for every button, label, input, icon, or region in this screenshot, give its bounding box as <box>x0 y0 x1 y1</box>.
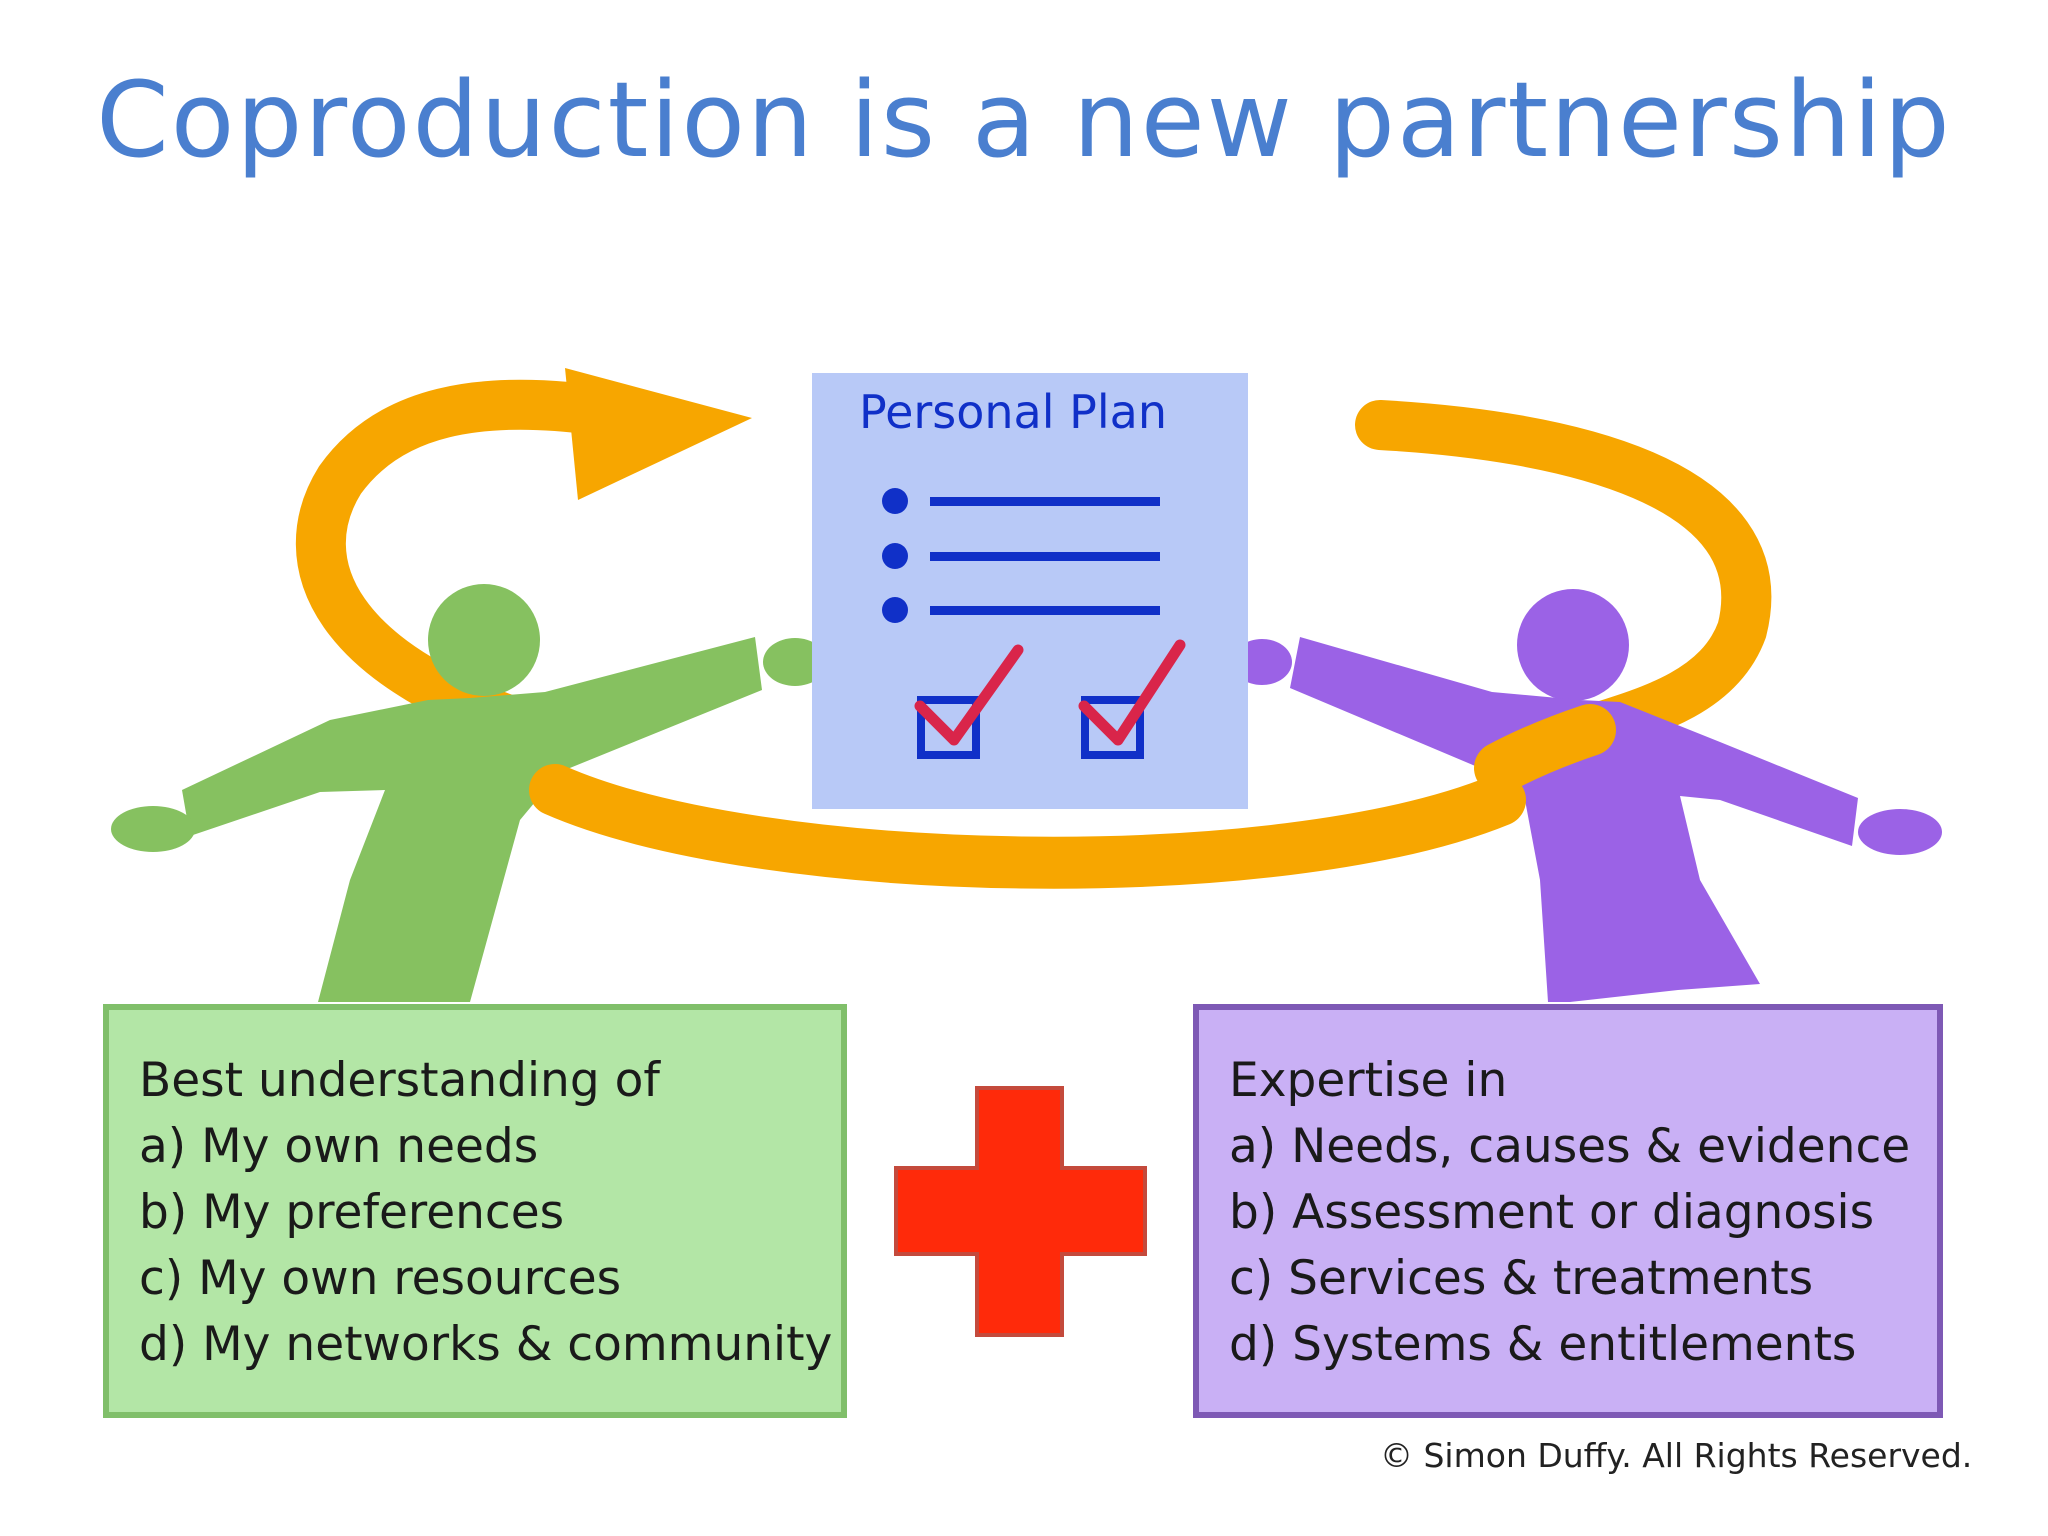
list-item: b) Assessment or diagnosis <box>1229 1185 1875 1240</box>
person-left <box>111 584 827 1002</box>
bullet-line <box>930 552 1160 561</box>
person-left-hand-right <box>763 638 827 686</box>
bullet-line <box>930 497 1160 506</box>
slide-title: Coproduction is a new partnership <box>96 59 1952 181</box>
person-right-body <box>1290 637 1858 1002</box>
bullet-dot <box>882 597 908 623</box>
checkmark-icon <box>914 644 1024 746</box>
list-item: a) Needs, causes & evidence <box>1229 1119 1911 1174</box>
checkbox-icon <box>1081 696 1144 759</box>
plus-icon <box>894 1086 1147 1337</box>
person-right <box>1232 589 1942 1002</box>
person-left-head <box>428 584 540 696</box>
bullet-line <box>930 606 1160 615</box>
list-item: b) My preferences <box>139 1185 565 1240</box>
bullet-dot <box>882 543 908 569</box>
bullet-dot <box>882 488 908 514</box>
list-item: d) My networks & community <box>139 1317 833 1372</box>
list-item: c) Services & treatments <box>1229 1251 1814 1306</box>
list-item: a) My own needs <box>139 1119 539 1174</box>
plan-title: Personal Plan <box>859 385 1167 439</box>
checkmark-icon <box>1078 639 1186 746</box>
person-left-body <box>182 637 762 1002</box>
plan-document <box>812 373 1248 809</box>
person-right-head <box>1517 589 1629 701</box>
professional-expertise-box: Expertise in a) Needs, causes & evidence… <box>1193 1004 1943 1418</box>
box-heading: Expertise in <box>1229 1053 1508 1108</box>
checkbox-icon <box>917 696 980 759</box>
arrow-head <box>565 368 752 500</box>
list-item: d) Systems & entitlements <box>1229 1317 1857 1372</box>
cycle-arrow-front <box>529 704 1616 889</box>
cycle-arrow-back <box>295 368 1772 760</box>
plan-checkboxes <box>914 639 1186 759</box>
box-heading: Best understanding of <box>139 1053 660 1108</box>
copyright-notice: © Simon Duffy. All Rights Reserved. <box>1380 1436 1973 1475</box>
person-left-hand-left <box>111 806 195 852</box>
person-right-hand-right <box>1858 809 1942 855</box>
plan-bullets <box>882 488 1160 623</box>
patient-knowledge-box: Best understanding of a) My own needs b)… <box>103 1004 847 1418</box>
personal-plan: Personal Plan <box>812 373 1248 809</box>
list-item: c) My own resources <box>139 1251 622 1306</box>
